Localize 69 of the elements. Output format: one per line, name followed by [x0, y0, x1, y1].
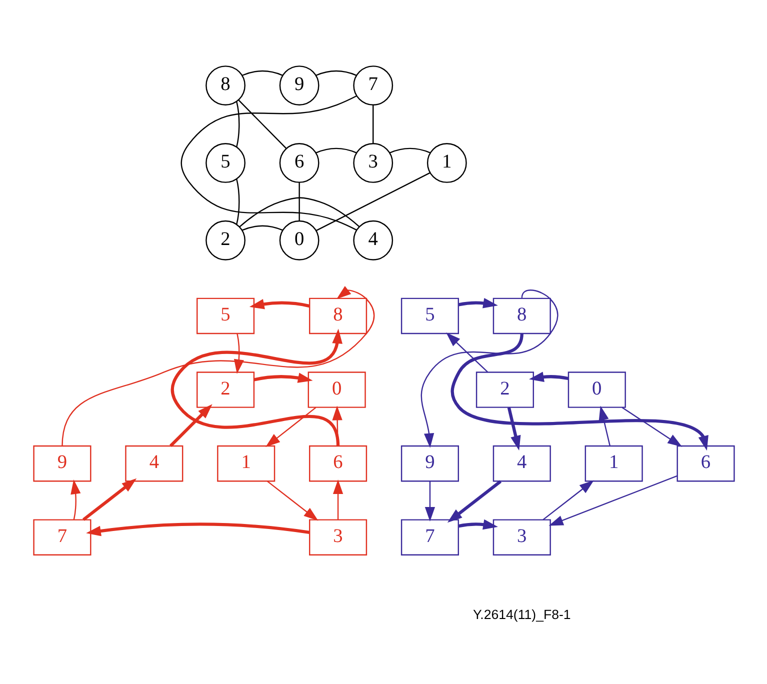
node-box: 7 [400, 519, 458, 556]
node-circle: 2 [205, 220, 245, 260]
connector [238, 197, 359, 228]
arrow [458, 298, 498, 308]
node-circle: 9 [278, 66, 319, 106]
node-box: 6 [308, 445, 367, 482]
node-box: 0 [307, 372, 366, 408]
arrow [548, 475, 677, 526]
node-box: 3 [308, 519, 367, 556]
node-box: 8 [308, 298, 367, 334]
connector [372, 104, 374, 144]
node-box: 3 [492, 519, 550, 556]
arrow [528, 372, 568, 382]
node-box: 5 [400, 298, 458, 334]
connector [315, 148, 356, 154]
connector [236, 178, 240, 225]
node-circle: 7 [352, 66, 393, 106]
arrow [169, 404, 212, 448]
arrow [61, 286, 374, 446]
arrow [266, 480, 318, 521]
arrow [332, 406, 342, 446]
arrow [332, 480, 343, 520]
node-box: 8 [492, 298, 550, 334]
node-circle: 0 [278, 220, 319, 260]
arrow [265, 407, 316, 448]
node-box: 9 [32, 445, 91, 482]
node-circle: 4 [352, 220, 393, 260]
arrow [450, 333, 708, 451]
arrow [424, 481, 435, 522]
connector [242, 70, 282, 76]
connector [180, 95, 356, 230]
arrow [420, 290, 558, 448]
label: Y.2614(11)_F8-1 [472, 606, 570, 622]
connector [389, 148, 430, 154]
node-box: 4 [124, 445, 183, 482]
node-box: 2 [196, 372, 254, 408]
arrow [458, 519, 498, 530]
connector [236, 101, 240, 148]
node-box: 7 [32, 519, 91, 556]
node-box: 1 [216, 445, 275, 482]
connector [316, 172, 430, 231]
arrow [70, 480, 80, 520]
arrow [621, 407, 682, 447]
arrow [248, 299, 310, 310]
node-box: 2 [475, 372, 534, 408]
arrow [598, 406, 610, 446]
connector [238, 100, 286, 149]
connector [315, 70, 356, 76]
node-circle: 1 [426, 143, 466, 183]
arrow [446, 332, 488, 373]
connector [298, 182, 300, 221]
arrow [446, 480, 502, 523]
arrow [253, 372, 312, 383]
arrow [86, 522, 310, 536]
node-circle: 3 [352, 143, 393, 183]
arrow [506, 407, 520, 451]
node-box: 1 [584, 445, 642, 482]
arrow [82, 478, 136, 521]
node-circle: 6 [278, 143, 319, 183]
node-box: 9 [400, 445, 458, 482]
node-box: 5 [196, 298, 254, 334]
node-box: 6 [676, 445, 734, 482]
node-circle: 5 [205, 143, 245, 183]
node-box: 0 [567, 372, 626, 408]
node-circle: 8 [205, 66, 245, 106]
connector [242, 225, 282, 231]
arrow [170, 328, 342, 446]
arrow [542, 480, 594, 520]
node-box: 4 [492, 445, 550, 482]
